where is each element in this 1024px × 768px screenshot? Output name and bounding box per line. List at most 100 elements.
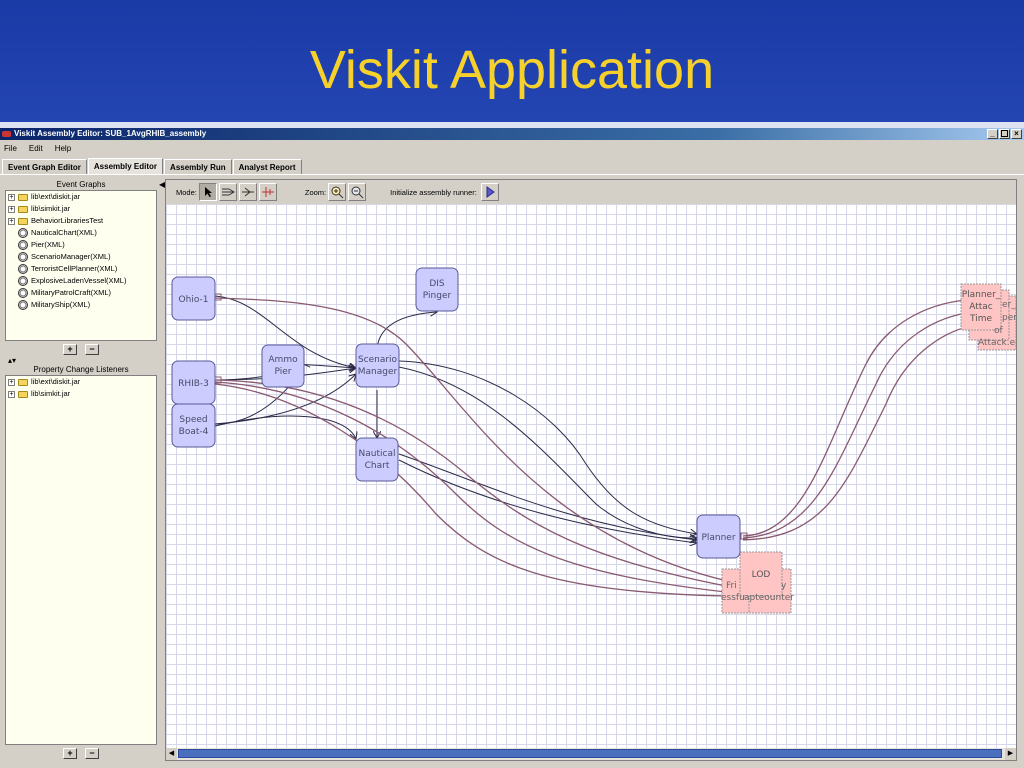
edge-planner-pcl-2 [742, 311, 975, 539]
adapter-mode-button[interactable] [218, 183, 237, 201]
planner-pcl-connector [740, 532, 748, 540]
tree-folder-simkit[interactable]: + lib\simkit.jar [8, 389, 71, 398]
edge-nautical-planner-1 [398, 453, 697, 540]
edge-planner-pcl-1 [742, 299, 967, 537]
remove-pcl-button[interactable]: − [85, 747, 99, 759]
pcl-node-right[interactable]: er_ per of Attack.en Planner_ Attac Time [960, 283, 1016, 351]
pcl-right-label: Time [969, 314, 992, 324]
zoom-in-button[interactable] [328, 183, 347, 201]
assembly-canvas[interactable]: er_ per of Attack.en Planner_ Attac Time… [166, 204, 1016, 748]
pcl-right-label: Planner_ [962, 290, 1001, 300]
node-label: Nautical [359, 449, 396, 459]
tab-assembly-run[interactable]: Assembly Run [164, 159, 232, 175]
edge-speed-nautical [214, 415, 356, 439]
expand-icon[interactable]: + [8, 390, 15, 398]
maximize-icon [1001, 130, 1008, 137]
add-pcl-button[interactable]: + [63, 747, 77, 759]
pcl-buttons: + − [5, 745, 157, 761]
pcl-tree[interactable]: + lib\ext\diskit.jar + lib\simkit.jar [5, 375, 157, 745]
event-graph-icon [18, 252, 28, 262]
remove-event-graph-button[interactable]: − [85, 343, 99, 355]
expand-icon[interactable]: + [8, 217, 15, 225]
tree-item[interactable]: ScenarioManager(XML) [6, 251, 156, 263]
tree-folder-diskit[interactable]: + lib\ext\diskit.jar [8, 377, 81, 386]
zoom-out-button[interactable] [348, 183, 367, 201]
window-title: Viskit Assembly Editor: SUB_1AvgRHIB_ass… [14, 129, 207, 138]
pointer-icon [204, 187, 212, 197]
edge-planner-pcl-3 [742, 323, 983, 541]
expand-icon[interactable]: + [8, 378, 15, 386]
node-planner[interactable]: Planner [696, 514, 741, 559]
lod-label: LOD [752, 570, 771, 580]
tree-item[interactable]: Pier(XML) [6, 239, 156, 251]
pcl-bottom-frag: apteounter [744, 593, 794, 603]
tree-folder-behavior[interactable]: + BehaviorLibrariesTest [8, 216, 104, 225]
scroll-left-icon[interactable]: ◀ [166, 748, 177, 760]
menu-help[interactable]: Help [54, 144, 72, 153]
zoom-label: Zoom: [304, 187, 327, 197]
tab-assembly-editor[interactable]: Assembly Editor [87, 158, 164, 175]
scroll-right-icon[interactable]: ▶ [1005, 748, 1016, 760]
window-titlebar[interactable]: Viskit Assembly Editor: SUB_1AvgRHIB_ass… [0, 128, 1024, 140]
pcl-right-frag: er_ [1002, 300, 1016, 310]
pcl-node-bottom[interactable]: LOD Fri essfu y apteounter [721, 551, 794, 614]
tree-item[interactable]: MilitaryPatrolCraft(XML) [6, 287, 156, 299]
node-nautical-chart[interactable]: Nautical Chart [355, 437, 399, 482]
node-label: DIS [429, 279, 445, 289]
node-label: Scenario [358, 355, 398, 365]
close-button[interactable]: × [1011, 129, 1022, 139]
tree-item[interactable]: ExplosiveLadenVessel(XML) [6, 275, 156, 287]
maximize-button[interactable] [999, 129, 1010, 139]
assembly-editor-pane: Mode: Zoom: Initialize assembly runner: [165, 179, 1017, 761]
horizontal-scrollbar[interactable]: ◀ ▶ [166, 748, 1016, 760]
tab-analyst-report[interactable]: Analyst Report [232, 159, 302, 175]
node-label: Chart [365, 461, 390, 471]
pcl-bottom-frag: essfu [721, 593, 745, 603]
tree-folder-diskit[interactable]: + lib\ext\diskit.jar [8, 192, 81, 201]
expand-icon[interactable]: + [8, 205, 15, 213]
node-label: Speed [179, 415, 207, 425]
node-ammo-pier[interactable]: Ammo Pier [261, 344, 305, 388]
graph-drawing: er_ per of Attack.en Planner_ Attac Time… [171, 267, 1016, 614]
folder-icon [18, 193, 28, 201]
menu-edit[interactable]: Edit [28, 144, 43, 153]
mode-label: Mode: [176, 187, 197, 197]
minimize-button[interactable]: _ [987, 129, 998, 139]
node-rhib-3[interactable]: RHIB-3 [171, 360, 216, 405]
node-label: Planner [701, 533, 735, 543]
collapse-left-icon[interactable]: ◀ [159, 180, 166, 189]
event-graphs-tree[interactable]: + lib\ext\diskit.jar + lib\simkit.jar + … [5, 190, 157, 341]
expand-icon[interactable]: + [8, 193, 15, 201]
edge-nautical-planner-2 [398, 459, 697, 543]
property-change-mode-button[interactable] [258, 183, 277, 201]
node-scenario-manager[interactable]: Scenario Manager [355, 343, 400, 388]
folder-icon [18, 378, 28, 386]
pcl-connectors [214, 293, 748, 540]
node-label: RHIB-3 [178, 379, 209, 389]
init-runner-button[interactable] [480, 183, 499, 201]
tab-event-graph-editor[interactable]: Event Graph Editor [2, 159, 87, 175]
select-mode-button[interactable] [198, 183, 217, 201]
folder-icon [18, 205, 28, 213]
node-dis-pinger[interactable]: DIS Pinger [415, 267, 459, 312]
add-event-graph-button[interactable]: + [63, 343, 77, 355]
init-runner-label: Initialize assembly runner: [390, 187, 477, 197]
tree-item[interactable]: MilitaryShip(XML) [6, 299, 156, 311]
pcl-bottom-frag: Fri [726, 581, 737, 591]
tree-item[interactable]: TerroristCellPlanner(XML) [6, 263, 156, 275]
scroll-thumb[interactable] [178, 749, 1002, 758]
node-speed-boat-4[interactable]: Speed Boat-4 [171, 403, 216, 448]
menu-file[interactable]: File [4, 144, 17, 153]
edge-scenario-planner-1 [398, 360, 697, 534]
tree-item[interactable]: NauticalChart(XML) [6, 227, 156, 239]
pcl-box [960, 283, 1002, 331]
viskit-window: Viskit Assembly Editor: SUB_1AvgRHIB_ass… [0, 128, 1024, 768]
tree-folder-simkit[interactable]: + lib\simkit.jar [8, 204, 71, 213]
edge-rhib-pcl-3 [214, 383, 727, 597]
pcl-right-frag: Attack.en [978, 338, 1016, 348]
simevent-listener-mode-button[interactable] [238, 183, 257, 201]
split-pane-arrows[interactable]: ▴▾ [8, 356, 17, 365]
node-ohio-1[interactable]: Ohio-1 [171, 276, 216, 321]
event-graph-icon [18, 264, 28, 274]
node-label: Manager [358, 367, 398, 377]
